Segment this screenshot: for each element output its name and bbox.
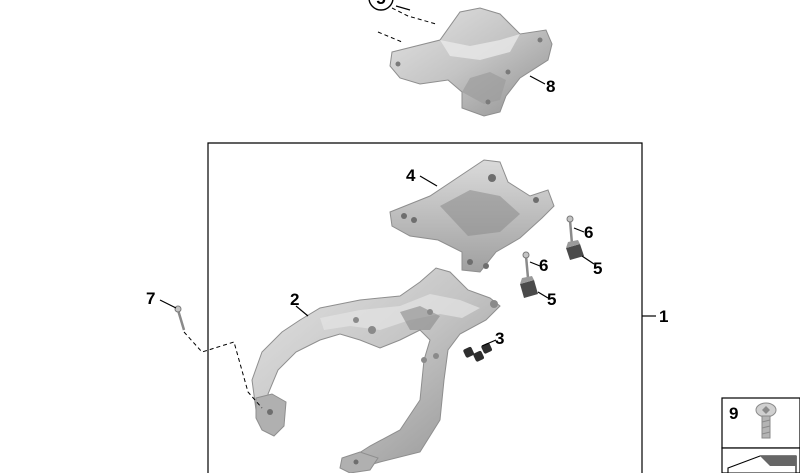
leader-dashed-7 [183, 331, 263, 409]
leader-5-right [581, 255, 595, 265]
mounting-plate-part-4 [389, 159, 555, 273]
leader-8 [529, 75, 546, 85]
screw-part-6-right [566, 215, 574, 245]
callout-label-6-left: 6 [539, 256, 548, 275]
inset-box-part-9: 9 [721, 397, 800, 473]
callout-label-8: 8 [546, 77, 555, 96]
leader-3 [481, 339, 497, 347]
screw-part-9 [755, 402, 777, 439]
callout-label-4: 4 [406, 166, 416, 185]
leader-dashed-top-2 [377, 31, 403, 43]
group-bracket-1 [207, 142, 643, 473]
callout-label-5-left: 5 [547, 290, 556, 309]
callout-circle-top: 5 [368, 0, 394, 11]
leader-7 [159, 299, 177, 309]
callout-label-7: 7 [146, 289, 155, 308]
leader-5-left [537, 291, 549, 299]
rubber-buffer-part-5-left [520, 276, 538, 298]
callout-label-6-right: 6 [584, 223, 593, 242]
spacer-sleeves-part-3 [463, 342, 492, 362]
callout-label-2: 2 [290, 290, 299, 309]
callout-label-5-right: 5 [593, 259, 602, 278]
leader-dashed-top-1 [391, 7, 437, 25]
callout-label-3: 3 [495, 329, 504, 348]
leader-4 [419, 175, 438, 187]
screw-part-6-left [522, 251, 530, 279]
leader-top-a [395, 5, 411, 11]
grab-rail-part-2 [251, 267, 501, 473]
rubber-buffer-part-5-right [566, 240, 584, 260]
leader-6-left [529, 261, 541, 267]
callout-label-5-top: 5 [376, 0, 385, 8]
wedge-symbol [727, 455, 797, 473]
screw-part-7 [174, 305, 186, 331]
callout-label-9: 9 [729, 404, 738, 423]
leader-2 [295, 305, 309, 317]
callout-label-1: 1 [659, 307, 668, 326]
leader-6-right [573, 227, 585, 233]
carrier-plate-part-8 [389, 7, 553, 117]
